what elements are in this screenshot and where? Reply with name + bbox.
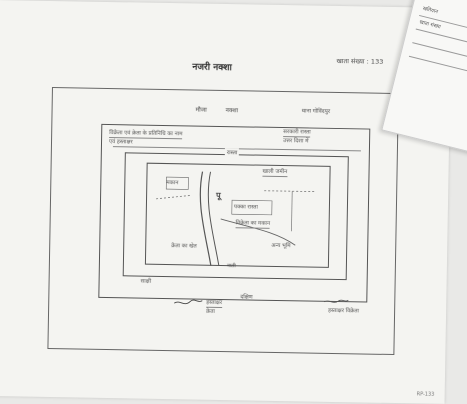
document-page: नजरी नक्शा खाता संख्या : 133 मौजा नक्शा … (0, 0, 452, 404)
plot-sketch (156, 171, 317, 267)
signature-marks (173, 299, 349, 305)
side-sheet-line-2: खाता संख्या (418, 19, 442, 31)
signature-left: हस्ताक्षर क्रेता (206, 299, 223, 315)
footer-stamp: RP-133 (416, 391, 435, 398)
side-sheet-rule (408, 55, 467, 77)
side-sheet-line-1: खतियान (422, 5, 439, 16)
signature-right: हस्ताक्षर विक्रेता (328, 307, 359, 315)
